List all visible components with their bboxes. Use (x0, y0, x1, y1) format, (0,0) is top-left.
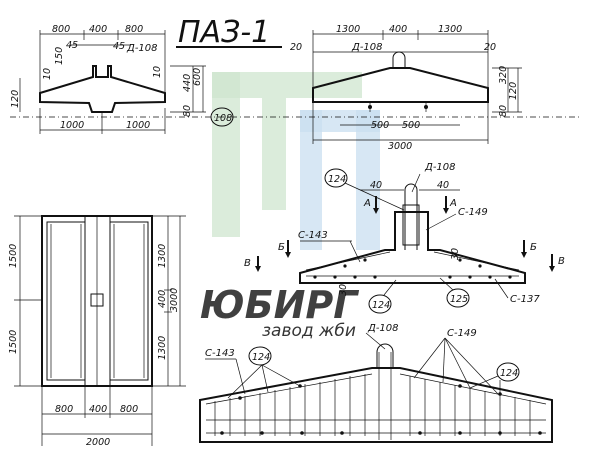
section-mark-v2: В (558, 256, 565, 267)
front-dim-500a: 500 (371, 120, 389, 131)
side-dim-45b: 45 (113, 41, 125, 52)
plan-view: 1500 1500 1300 400 1300 3000 800 400 800… (8, 215, 186, 448)
section-callout-124: 124 (328, 174, 346, 185)
front-dim-500b: 500 (402, 120, 420, 131)
plan-dim-right-total: 3000 (169, 288, 180, 312)
callout-108: 108 (210, 107, 234, 127)
section-dim-40a: 40 (370, 180, 382, 191)
front-dim-120: 120 (508, 82, 519, 100)
section-label-c137: С-137 (510, 294, 540, 305)
reinforcement-elevation: Д-108 С-149 С-143 124 124 (199, 323, 553, 443)
front-dim-20l: 20 (290, 42, 302, 53)
section-mark-v1: В (244, 258, 251, 269)
side-dim-45a: 45 (66, 40, 78, 51)
section-dim-30a: 30 (338, 284, 349, 296)
elevation-callout-124a: 124 (252, 352, 270, 363)
plan-dim-bottom-3: 800 (120, 404, 138, 415)
side-dim-80: 80 (182, 105, 193, 117)
watermark-title: ЮБИРГ (200, 283, 359, 327)
elevation-callout-124b: 124 (500, 368, 518, 379)
front-dim-320: 320 (498, 66, 509, 84)
front-dim-total: 3000 (388, 141, 412, 152)
section-mark-a2: А (449, 198, 457, 209)
plan-dim-right-2: 400 (157, 290, 168, 308)
section-label-c143: С-143 (298, 230, 328, 241)
side-dim-bottom-1: 1000 (60, 120, 84, 131)
drawing-title: ПАЗ-1 (178, 15, 270, 50)
watermark-subtitle: завод жби (262, 321, 356, 341)
front-dim-20r: 20 (484, 42, 496, 53)
plan-dim-right-3: 1300 (157, 336, 168, 360)
side-dim-top-3: 800 (125, 24, 143, 35)
section-mark-b1: Б (278, 242, 285, 253)
plan-dim-bottom-2: 400 (89, 404, 107, 415)
plan-dim-bottom-1: 800 (55, 404, 73, 415)
side-view: 800 400 800 45 45 Д-108 150 10 10 120 44… (10, 24, 206, 134)
section-dim-30b: 30 (450, 248, 461, 260)
callout-108-text: 108 (214, 113, 232, 124)
side-dim-top-1: 800 (52, 24, 70, 35)
front-view: 1300 400 1300 Д-108 20 20 320 120 80 500… (290, 24, 522, 152)
side-dim-10l: 10 (42, 68, 53, 80)
side-dim-120: 120 (10, 90, 21, 108)
side-dim-bottom-2: 1000 (126, 120, 150, 131)
elevation-label-c143: С-143 (205, 348, 235, 359)
plan-dim-right-1: 1300 (157, 244, 168, 268)
side-dim-440: 440 (182, 74, 193, 92)
section-callout-124b: 124 (372, 300, 390, 311)
plan-dim-left-1: 1500 (8, 244, 19, 268)
front-dim-top-1: 1300 (336, 24, 360, 35)
section-callout-125: 125 (450, 294, 468, 305)
elevation-label-c149: С-149 (447, 328, 477, 339)
section-label-c149: С-149 (458, 207, 488, 218)
front-dim-top-2: 400 (389, 24, 407, 35)
side-label-d108: Д-108 (126, 43, 158, 54)
section-dim-40b: 40 (437, 180, 449, 191)
front-label-d108: Д-108 (351, 42, 383, 53)
elevation-label-d108: Д-108 (367, 323, 399, 334)
plan-dim-total: 2000 (86, 437, 110, 448)
watermark: ЮБИРГ завод жби (200, 72, 380, 341)
front-dim-80: 80 (498, 105, 509, 117)
side-dim-150: 150 (54, 47, 65, 65)
side-dim-top-2: 400 (89, 24, 107, 35)
plan-dim-left-2: 1500 (8, 330, 19, 354)
front-dim-top-3: 1300 (438, 24, 462, 35)
section-label-d108: Д-108 (424, 162, 456, 173)
section-mark-a1: А (363, 198, 371, 209)
side-dim-10r: 10 (152, 66, 163, 78)
cross-section: 124 40 40 Д-108 А А С-149 С-143 Б Б В (244, 162, 565, 314)
section-mark-b2: Б (530, 242, 537, 253)
side-dim-600: 600 (192, 68, 203, 86)
